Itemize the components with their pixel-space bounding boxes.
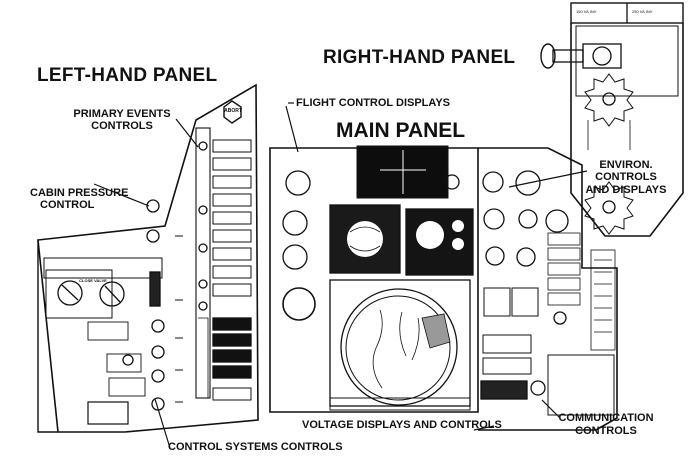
main-panel-title: MAIN PANEL xyxy=(336,119,466,142)
flight-control-displays-label: FLIGHT CONTROL DISPLAYS xyxy=(296,97,451,109)
left-hand-panel xyxy=(37,83,259,433)
communication-label-line1: COMMUNICATION xyxy=(558,412,654,424)
leader-lines xyxy=(93,102,588,449)
cabin-pressure-knob-label: CLOSE VALVE xyxy=(79,278,107,283)
voltage-displays-label: VOLTAGE DISPLAYS AND CONTROLS xyxy=(302,419,502,431)
abort-handle-label: ABORT xyxy=(224,108,242,114)
primary-events-label-line1: PRIMARY EVENTS xyxy=(73,108,171,120)
right-hand-panel-title: RIGHT-HAND PANEL xyxy=(323,47,516,68)
control-systems-controls-label: CONTROL SYSTEMS CONTROLS xyxy=(168,441,343,453)
inv-250-tag: 250 VA INV xyxy=(632,9,653,14)
environ-label-line3: AND DISPLAYS xyxy=(585,184,667,196)
communication-label-line2: CONTROLS xyxy=(575,425,637,437)
environ-label-line2: CONTROLS xyxy=(595,171,657,183)
main-panel xyxy=(269,145,618,431)
left-hand-panel-title: LEFT-HAND PANEL xyxy=(37,65,218,86)
primary-events-label-line2: CONTROLS xyxy=(91,120,153,132)
environ-label-line1: ENVIRON. xyxy=(599,159,653,171)
cabin-pressure-label-line1: CABIN PRESSURE xyxy=(30,187,129,199)
right-hand-panel: 150 VA INV 250 VA INV xyxy=(540,2,684,237)
inv-150-tag: 150 VA INV xyxy=(576,9,597,14)
cabin-pressure-label-line2: CONTROL xyxy=(40,199,95,211)
